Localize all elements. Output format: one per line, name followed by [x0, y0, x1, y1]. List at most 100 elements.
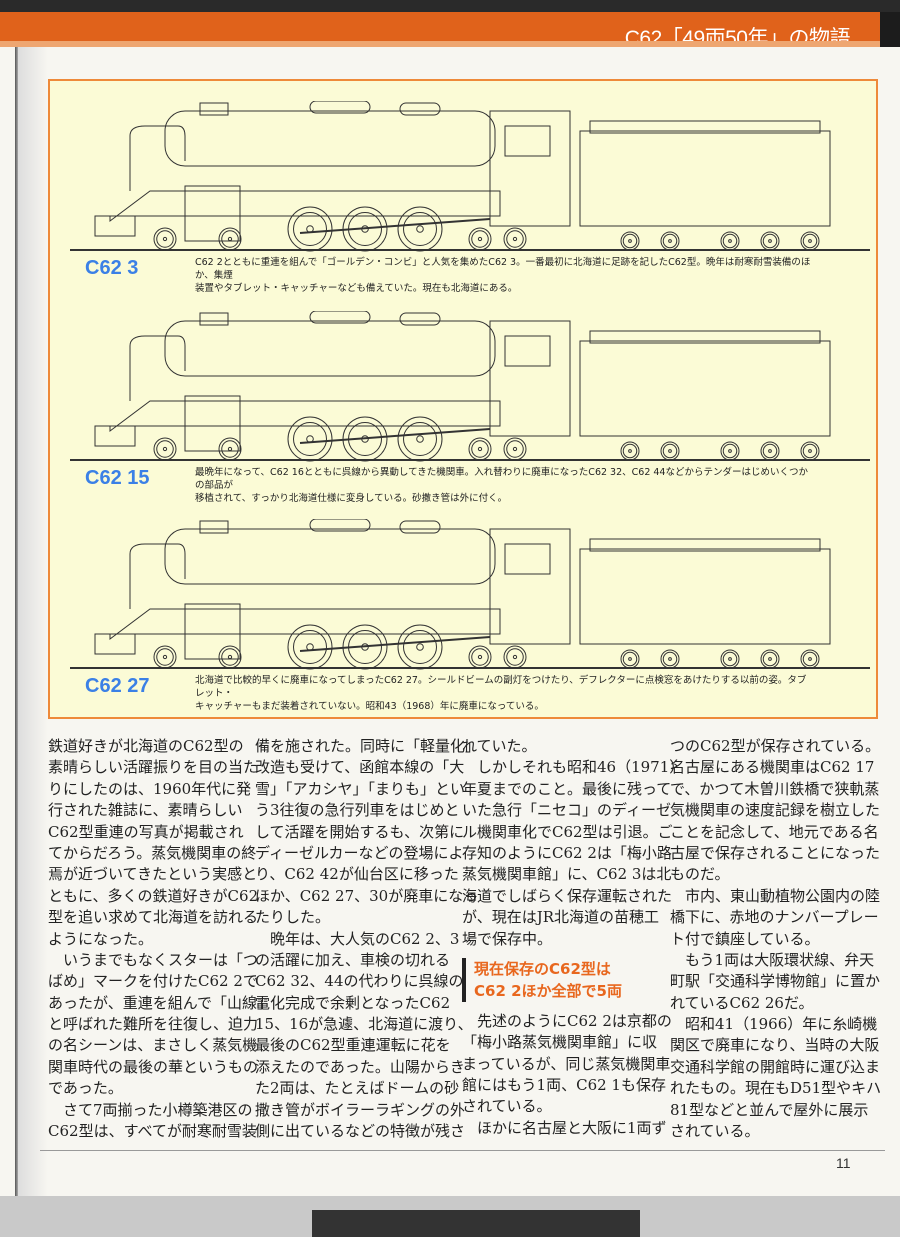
text-line: 昭和41（1966）年に糸崎機 [670, 1015, 878, 1034]
figure-label: C62 3 [85, 257, 139, 279]
header-bar: C62「49両50年」の物語 [0, 12, 880, 50]
text-line: されている。 [462, 1097, 552, 1116]
caption-line: 北海道で比較的早くに廃車になってしまったC62 27。シールドビームの副灯をつけ… [195, 675, 807, 699]
text-line: しかしそれも昭和46（1971） [462, 758, 685, 777]
page-gutter-shadow [18, 0, 48, 1237]
text-line: りにしたのは、1960年代に発 [48, 779, 252, 798]
text-line: ほか、C62 27、30が廃車になっ [255, 886, 479, 905]
text-line: 撒き管がボイラーラギングの外 [255, 1100, 466, 1119]
text-line: あったが、重連を組んで「山線」 [48, 993, 272, 1012]
text-line: ともに、多くの鉄道好きがC62 [48, 886, 259, 905]
text-line: ト付で鎮座している。 [670, 929, 820, 948]
text-line: C62型は、すべてが耐寒耐雪装 [48, 1122, 257, 1141]
text-line: 交通科学館の開館時に運び込ま [670, 1057, 881, 1076]
text-line: 備を施された。同時に「軽量化」 [255, 737, 481, 755]
text-line: 蒸気機関車館」に、C62 3は北 [462, 865, 672, 884]
text-line: 古屋で保存されることになった [670, 843, 881, 862]
text-line: ディーゼルカーなどの登場によ [255, 843, 464, 862]
header-edge [880, 12, 900, 47]
header-title: C62「49両50年」の物語 [624, 27, 851, 50]
text-line: と呼ばれた難所を往復し、迫力 [48, 1015, 259, 1034]
text-line: されている。 [670, 1122, 760, 1141]
body-column-4: つのC62型が保存されている。名古屋にある機関車はC62 17 で、かつて木曽川鉄… [670, 736, 882, 1142]
top-edge [0, 0, 900, 12]
text-line: C62 32、44の代わりに呉線の [255, 972, 464, 991]
text-line: ものだ。 [670, 865, 730, 884]
text-line: つのC62型が保存されている。 [670, 737, 881, 755]
text-line: であった。 [48, 1079, 123, 1098]
text-line: 名古屋にある機関車はC62 17 [670, 758, 875, 777]
caption-line: 移植されて、すっかり北海道仕様に変身している。砂撒き管は外に付く。 [195, 493, 508, 504]
locomotive-line-drawing [70, 101, 870, 252]
text-line: 焉が近づいてきたという実感と [48, 865, 258, 884]
page-gutter [15, 0, 18, 1237]
text-line: 関車時代の最後の華というもの [48, 1057, 259, 1076]
text-line: もう1両は大阪環状線、弁天 [670, 950, 875, 969]
section-heading: 現在保存のC62型は C62 2ほか全部で5両 [462, 957, 652, 1002]
text-line: 添えたのであった。山陽からき [255, 1057, 465, 1076]
text-line: た2両は、たとえばドームの砂 [255, 1079, 460, 1098]
figure-label: C62 15 [85, 467, 150, 489]
locomotive-drawing-c62-27 [70, 519, 870, 679]
text-line: 素晴らしい活躍振りを目の当た [48, 758, 259, 777]
text-line: 晩年は、大人気のC62 2、3 [255, 929, 460, 948]
text-line: てからだろう。蒸気機関車の終 [48, 843, 257, 862]
text-line: 先述のようにC62 2は京都の [462, 1011, 672, 1030]
caption-line: C62 2とともに重連を組んで「ゴールデン・コンビ」と人気を集めたC62 3。一… [195, 257, 811, 281]
text-line: ル機関車化でC62型は引退。ご [462, 822, 673, 841]
text-line: 鉄道好きが北海道のC62型の [48, 737, 244, 755]
text-line: れているC62 26だ。 [670, 993, 814, 1012]
figure-caption: 最晩年になって、C62 16とともに呉線から異動してきた機関車。入れ替わりに廃車… [195, 466, 815, 505]
text-line: 橋下に、赤地のナンバープレー [670, 908, 879, 927]
text-line: 最後のC62型重連運転に花を [255, 1036, 451, 1055]
text-line: ばめ」マークを付けたC62 2で [48, 972, 258, 991]
text-line: ほかに名古屋と大阪に1両ず [462, 1118, 667, 1137]
text-line: の名シーンは、まさしく蒸気機 [48, 1036, 258, 1055]
text-line: れていた。 [462, 737, 537, 755]
text-line: さて7両揃った小樽築港区の [48, 1100, 253, 1119]
text-line: 雪」「アカシヤ」「まりも」とい [255, 779, 466, 798]
text-line: ことを記念して、地元である名 [670, 822, 879, 841]
body-column-3: れていた。 しかしそれも昭和46（1971）年夏までのこと。最後に残っていた急行… [462, 736, 685, 1139]
header-underline [0, 41, 880, 47]
text-line: 「梅小路蒸気機関車館」に収 [462, 1033, 658, 1052]
caption-line: 装置やタブレット・キャッチャーなども備えていた。現在も北海道にある。 [195, 283, 518, 294]
locomotive-drawing-c62-15 [70, 311, 870, 471]
text-line: 関区で廃車になり、当時の大阪 [670, 1036, 880, 1055]
text-line: まっているが、同じ蒸気機関車 [462, 1054, 671, 1073]
text-line: り、C62 42が仙台区に移った [255, 865, 459, 884]
column-3-bottom-text: 先述のようにC62 2は京都の「梅小路蒸気機関車館」に収まっているが、同じ蒸気機… [462, 1011, 672, 1139]
figure-caption: C62 2とともに重連を組んで「ゴールデン・コンビ」と人気を集めたC62 3。一… [195, 256, 815, 295]
heading-line: 現在保存のC62型は [474, 959, 611, 978]
text-line: 行された雑誌に、素晴らしい [48, 801, 243, 820]
locomotive-drawing-c62-3 [70, 101, 870, 261]
scan-bottom-block [312, 1210, 640, 1237]
text-line: れたもの。現在もD51型やキハ [670, 1079, 882, 1098]
page-number: 11 [836, 1155, 851, 1171]
text-line: 気機関車の速度記録を樹立した [670, 801, 881, 820]
caption-line: キャッチャーもまだ装着されていない。昭和43（1968）年に廃車になっている。 [195, 701, 544, 712]
text-line: 場で保存中。 [462, 929, 553, 948]
text-line: 81型などと並んで屋外に展示 [670, 1100, 869, 1119]
locomotive-line-drawing [70, 311, 870, 462]
text-line: 市内、東山動植物公園内の陸 [670, 886, 881, 905]
text-line: 町駅「交通科学博物館」に置か [670, 972, 881, 991]
figure-caption: 北海道で比較的早くに廃車になってしまったC62 27。シールドビームの副灯をつけ… [195, 674, 815, 713]
text-line: いうまでもなくスターは「つ [48, 950, 259, 969]
text-line: C62型重連の写真が掲載され [48, 822, 244, 841]
text-line: 15、16が急遽、北海道に渡り、 [255, 1015, 473, 1034]
body-column-2: 備を施された。同時に「軽量化」改造も受けて、函館本線の「大雪」「アカシヤ」「まり… [255, 736, 481, 1142]
text-line: いた急行「ニセコ」のディーゼ [462, 801, 671, 820]
text-line: たりした。 [255, 908, 331, 927]
text-line: で、かつて木曽川鉄橋で狭軌蒸 [670, 779, 880, 798]
figure-label: C62 27 [85, 675, 150, 697]
column-3-top-text: れていた。 しかしそれも昭和46（1971）年夏までのこと。最後に残っていた急行… [462, 736, 685, 950]
text-line: う3往復の急行列車をはじめと [255, 801, 460, 820]
text-line: して活躍を開始するも、次第に [255, 822, 465, 841]
text-line: 型を追い求めて北海道を訪れる [48, 908, 259, 927]
text-line: 改造も受けて、函館本線の「大 [255, 758, 465, 777]
caption-line: 最晩年になって、C62 16とともに呉線から異動してきた機関車。入れ替わりに廃車… [195, 467, 808, 491]
text-line: 存知のようにC62 2は「梅小路 [462, 843, 672, 862]
text-line: 電化完成で余剰となったC62 [255, 993, 451, 1012]
locomotive-line-drawing [70, 519, 870, 670]
